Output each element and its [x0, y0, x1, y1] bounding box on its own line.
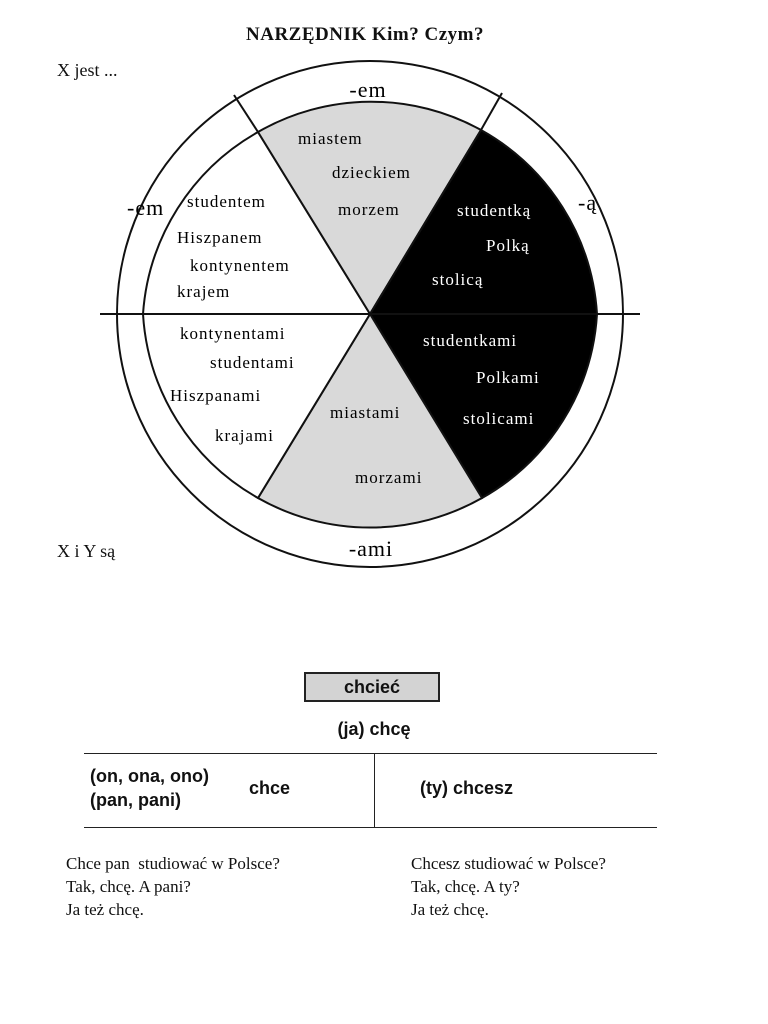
- word-morzem: morzem: [338, 200, 400, 219]
- dialog-line: Chcesz studiować w Polsce?: [411, 854, 606, 873]
- word-dzieckiem: dzieckiem: [332, 163, 411, 182]
- ending-bottom: -ami: [349, 536, 393, 561]
- plural-label: X i Y są: [57, 541, 116, 561]
- pronouns-on-ona-ono: (on, ona, ono): [90, 766, 209, 786]
- word-stolica: stolicą: [432, 270, 483, 289]
- dialog-line: Ja też chcę.: [66, 900, 144, 919]
- ending-top: -em: [349, 77, 386, 102]
- word-studentkami: studentkami: [423, 331, 517, 350]
- conjugation-on-form: chce: [249, 778, 291, 798]
- ending-left: -em: [127, 195, 164, 220]
- word-studentem: studentem: [187, 192, 266, 211]
- word-kontynentami: kontynentami: [180, 324, 285, 343]
- dialog-informal: Chcesz studiować w Polsce? Tak, chcę. A …: [411, 852, 606, 921]
- word-polkami: Polkami: [476, 368, 540, 387]
- dialog-formal: Chce pan studiować w Polsce? Tak, chcę. …: [66, 852, 280, 921]
- ring-divider: [480, 92, 503, 131]
- ending-right: -ą: [578, 190, 597, 215]
- sector-plural-neuter: [256, 312, 484, 529]
- word-polka: Polką: [486, 236, 530, 255]
- word-stolicami: stolicami: [463, 409, 534, 428]
- dialog-line: Tak, chcę. A ty?: [411, 877, 520, 896]
- dialog-line: Ja też chcę.: [411, 900, 489, 919]
- conjugation-ja: (ja) chcę: [337, 719, 411, 739]
- sector-singular-feminine: [368, 128, 599, 315]
- word-hiszpanem: Hiszpanem: [177, 228, 262, 247]
- verb-infinitive-box: chcieć: [304, 672, 440, 702]
- dialog-line: Chce pan studiować w Polsce?: [66, 854, 280, 873]
- conjugation-ty: (ty) chcesz: [420, 778, 514, 798]
- word-miastem: miastem: [298, 129, 363, 148]
- word-hiszpanami: Hiszpanami: [170, 386, 261, 405]
- sector-plural-feminine: [368, 313, 599, 500]
- word-studentami: studentami: [210, 353, 295, 372]
- word-studentka: studentką: [457, 201, 531, 220]
- table-top-border: [84, 753, 657, 754]
- table-column-divider: [374, 753, 375, 828]
- sector-singular-neuter: [256, 100, 483, 316]
- word-krajami: krajami: [215, 426, 274, 445]
- word-kontynentem: kontynentem: [190, 256, 290, 275]
- sector-singular-masculine: [141, 130, 372, 315]
- ring-divider: [233, 94, 259, 133]
- dialog-line: Tak, chcę. A pani?: [66, 877, 191, 896]
- sector-plural-masculine: [141, 313, 372, 500]
- page-title: NARZĘDNIK Kim? Czym?: [246, 24, 484, 45]
- table-bottom-border: [84, 827, 657, 828]
- word-krajem: krajem: [177, 282, 230, 301]
- word-morzami: morzami: [355, 468, 422, 487]
- singular-label: X jest ...: [57, 60, 118, 80]
- pronouns-pan-pani: (pan, pani): [90, 790, 181, 810]
- case-ending-wheel: -em -em -ą -ami miastem dzieckiem morzem…: [100, 60, 640, 568]
- word-miastami: miastami: [330, 403, 400, 422]
